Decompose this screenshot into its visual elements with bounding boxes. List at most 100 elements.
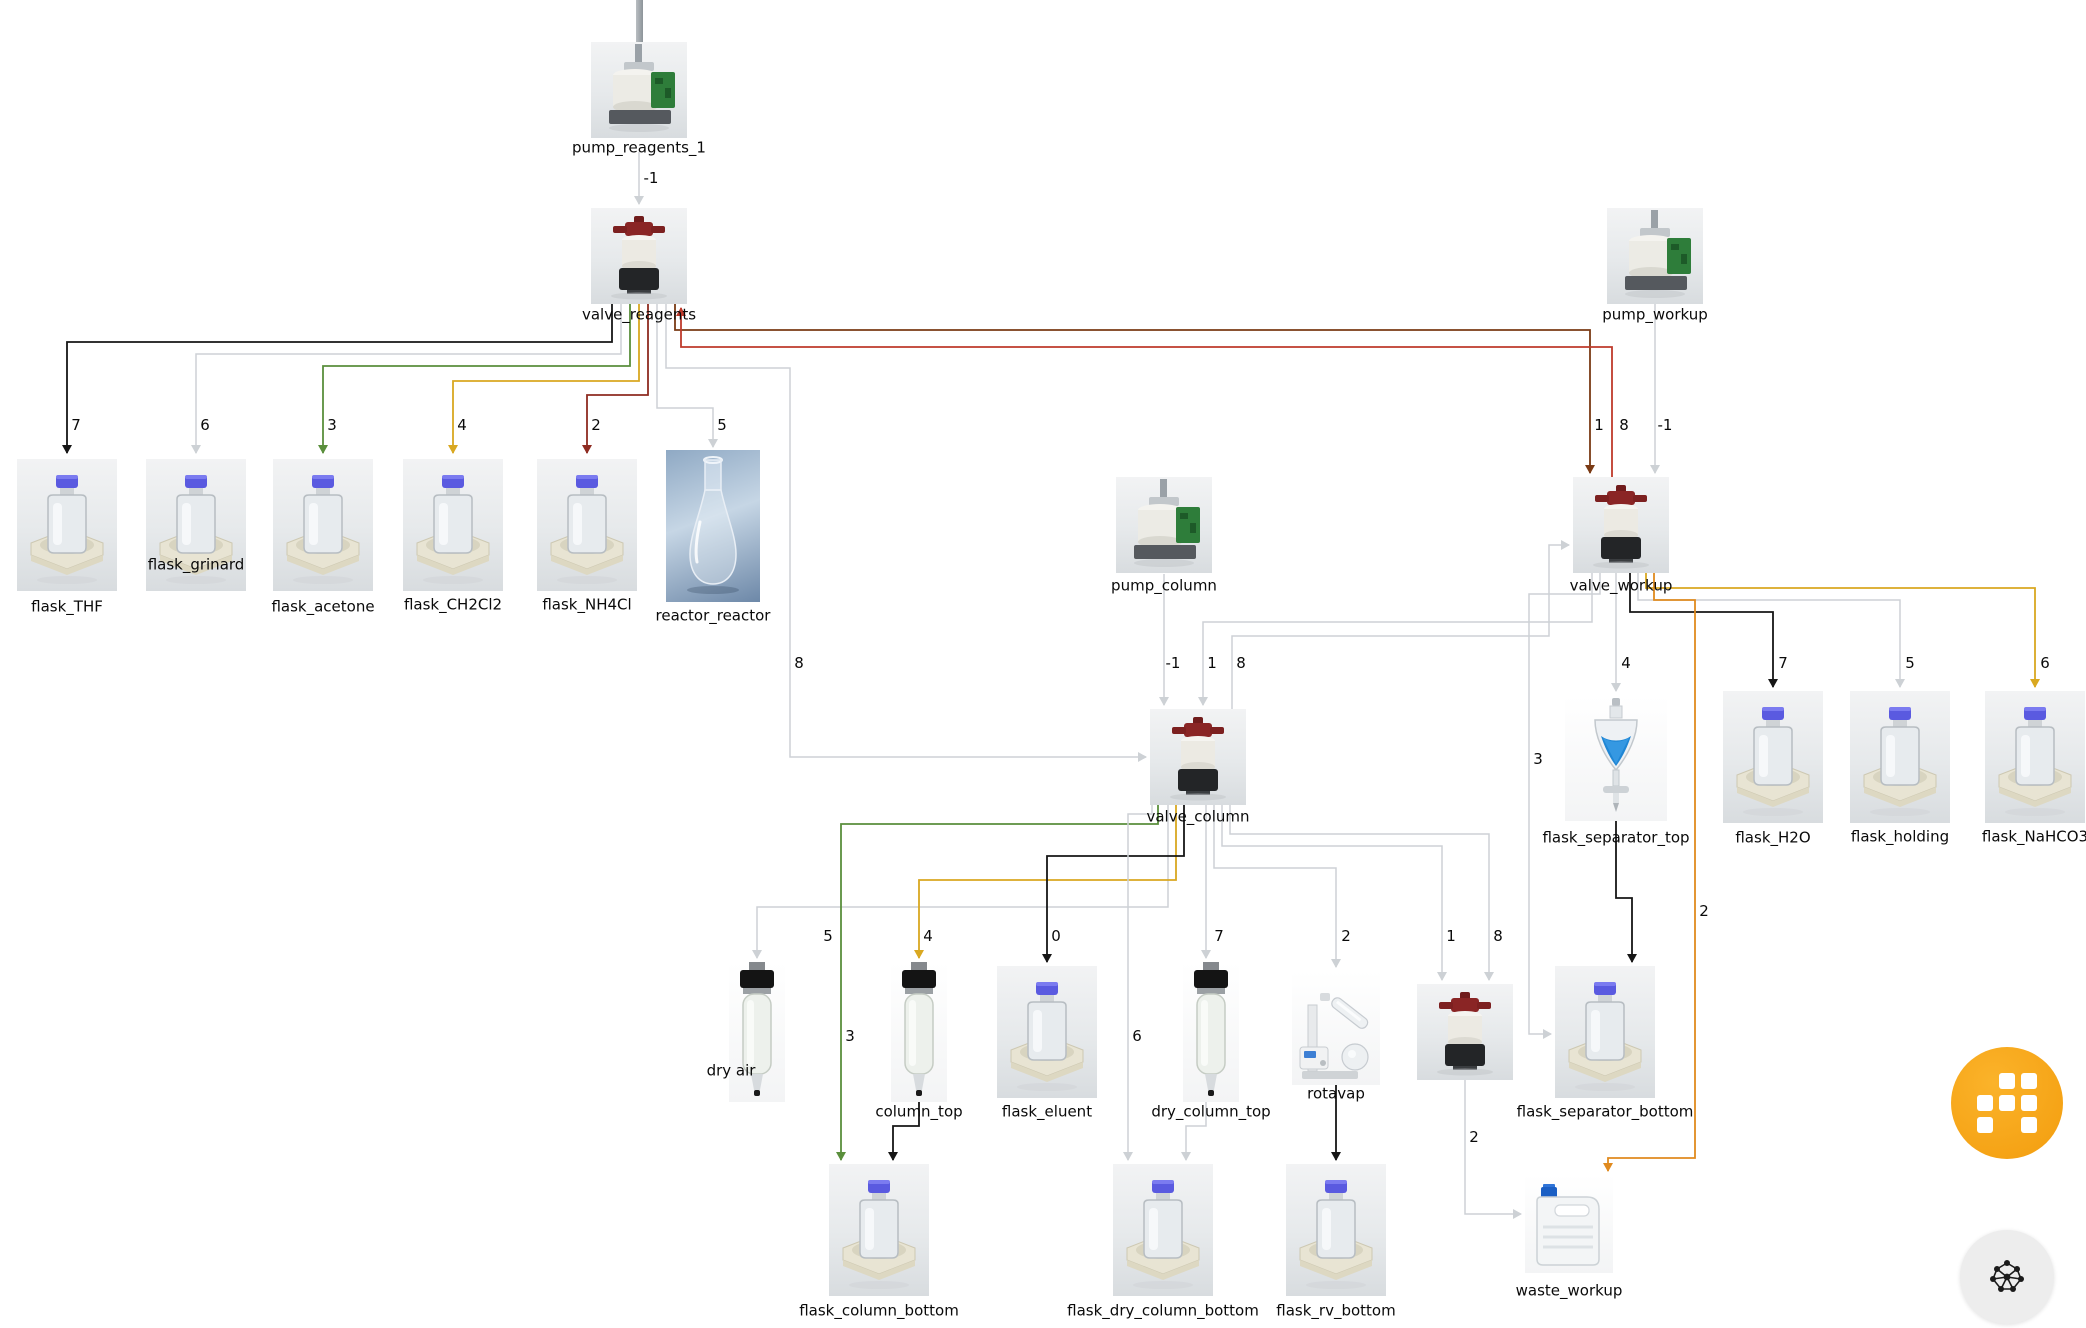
valve-icon [1437,992,1493,1076]
node-valve_column[interactable] [1150,709,1246,805]
node-flask_separator_top[interactable] [1565,695,1667,821]
node-label-valve_workup: valve_workup [1569,576,1673,595]
edge-label: 6 [200,416,210,434]
edge-label: 2 [591,416,601,434]
bottle-icon [416,475,490,584]
node-label-dry_air: dry air [706,1061,756,1080]
node-label-flask_rv_bottom: flask_rv_bottom [1276,1301,1396,1320]
node-dry_air[interactable] [729,962,785,1102]
edge-dry_column_top-flask_dry_column_bottom [1181,1100,1207,1161]
node-flask_NH4Cl[interactable] [537,459,637,591]
node-label-flask_NH4Cl: flask_NH4Cl [542,595,632,614]
bottle-icon [842,1180,916,1289]
edge-valve_reagents-valve_column [665,304,1147,762]
node-label-column_top: column_top [875,1102,963,1121]
node-pump_reagents_1[interactable] [591,42,687,138]
node-waste_workup[interactable] [1525,1175,1613,1273]
assistant-button[interactable] [1960,1230,2054,1324]
edge-valve_reagents-reactor_reactor [656,304,718,448]
edge-valve_column-valve_unlabeled [1221,805,1447,981]
edge-valve_workup-waste_workup [1603,573,1696,1172]
rotavap-icon [1299,993,1369,1079]
bottle-icon [1299,1180,1373,1289]
bottle-icon [1998,707,2072,816]
node-flask_separator_bottom[interactable] [1555,966,1655,1098]
edge-valve_workup-flask_NaHCO3 [1645,573,2040,688]
node-valve_unlabeled[interactable] [1417,984,1513,1080]
edge-valve_unlabeled-waste_workup [1464,1080,1522,1219]
node-label-flask_H2O: flask_H2O [1735,828,1811,847]
pump-icon [1625,210,1691,298]
node-pump_column[interactable] [1116,477,1212,573]
edge-valve_column-flask_dry_column_bottom [1123,805,1153,1161]
edge-column_top-flask_column_bottom [888,1100,920,1161]
edge-label: 3 [845,1027,855,1045]
edge-label: -1 [1658,416,1673,434]
edge-label: 3 [1533,750,1543,768]
node-reactor_reactor[interactable] [666,450,760,602]
node-label-flask_eluent: flask_eluent [1001,1102,1093,1121]
node-flask_CH2Cl2[interactable] [403,459,503,591]
edge-label: 5 [717,416,727,434]
node-label-flask_NaHCO3: flask_NaHCO3 [1981,827,2086,846]
node-flask_H2O[interactable] [1723,691,1823,823]
edge-valve_reagents-flask_THF [62,304,613,454]
valve-icon [1593,485,1649,569]
edge-label: 6 [2040,654,2050,672]
bottle-icon [1126,1180,1200,1289]
edge-label: 0 [1051,927,1061,945]
edge-valve_reagents-flask_acetone [318,304,631,454]
edge-valve_reagents-valve_workup [674,304,1595,474]
edge-label: -1 [644,169,659,187]
bottle-icon [1863,707,1937,816]
bottle-icon [286,475,360,584]
edge-valve_column-valve_unlabeled [1229,805,1494,981]
valve-icon [1170,717,1226,801]
node-flask_dry_column_bottom[interactable] [1113,1164,1213,1296]
edge-valve_reagents-flask_grinard [191,304,622,454]
node-dry_column_top[interactable] [1183,962,1239,1102]
pump-rod [636,0,643,42]
node-flask_THF[interactable] [17,459,117,591]
node-flask_rv_bottom[interactable] [1286,1164,1386,1296]
node-pump_workup[interactable] [1607,208,1703,304]
edge-valve_column-flask_column_bottom [836,805,1159,1161]
node-flask_NaHCO3[interactable] [1985,691,2085,823]
node-flask_acetone[interactable] [273,459,373,591]
bottle-icon [1568,982,1642,1091]
apps-grid-button[interactable] [1951,1047,2063,1159]
node-flask_column_bottom[interactable] [829,1164,929,1296]
node-label-pump_column: pump_column [1111,576,1217,595]
edge-valve_reagents-flask_NH4Cl [582,304,649,454]
node-flask_holding[interactable] [1850,691,1950,823]
node-valve_workup[interactable] [1573,477,1669,573]
edge-label: 7 [1778,654,1788,672]
edge-label: 6 [1132,1027,1142,1045]
node-valve_reagents[interactable] [591,208,687,304]
node-label-flask_holding: flask_holding [1850,827,1950,846]
node-column_top[interactable] [891,962,947,1102]
grid-squares-icon [1977,1073,2037,1133]
pump-icon [1134,479,1200,567]
edge-valve_workup-valve_column [1198,573,1593,706]
bottle-icon [1010,982,1084,1091]
column-icon [902,962,936,1096]
edge-label: -1 [1166,654,1181,672]
edge-label: 7 [1214,927,1224,945]
node-label-rotavap: rotavap [1307,1084,1365,1103]
node-label-flask_acetone: flask_acetone [271,597,375,616]
node-label-reactor_reactor: reactor_reactor [655,606,771,625]
edge-label: 2 [1699,902,1709,920]
node-rotavap[interactable] [1292,971,1380,1085]
pump-icon [609,44,675,132]
edge-label: 3 [327,416,337,434]
node-flask_eluent[interactable] [997,966,1097,1098]
node-label-valve_column: valve_column [1146,807,1250,826]
edge-label: 1 [1594,416,1604,434]
node-flask_grinard[interactable] [146,459,246,591]
edge-valve_column-rotavap [1213,805,1341,968]
node-label-flask_dry_column_bottom: flask_dry_column_bottom [1067,1301,1259,1320]
